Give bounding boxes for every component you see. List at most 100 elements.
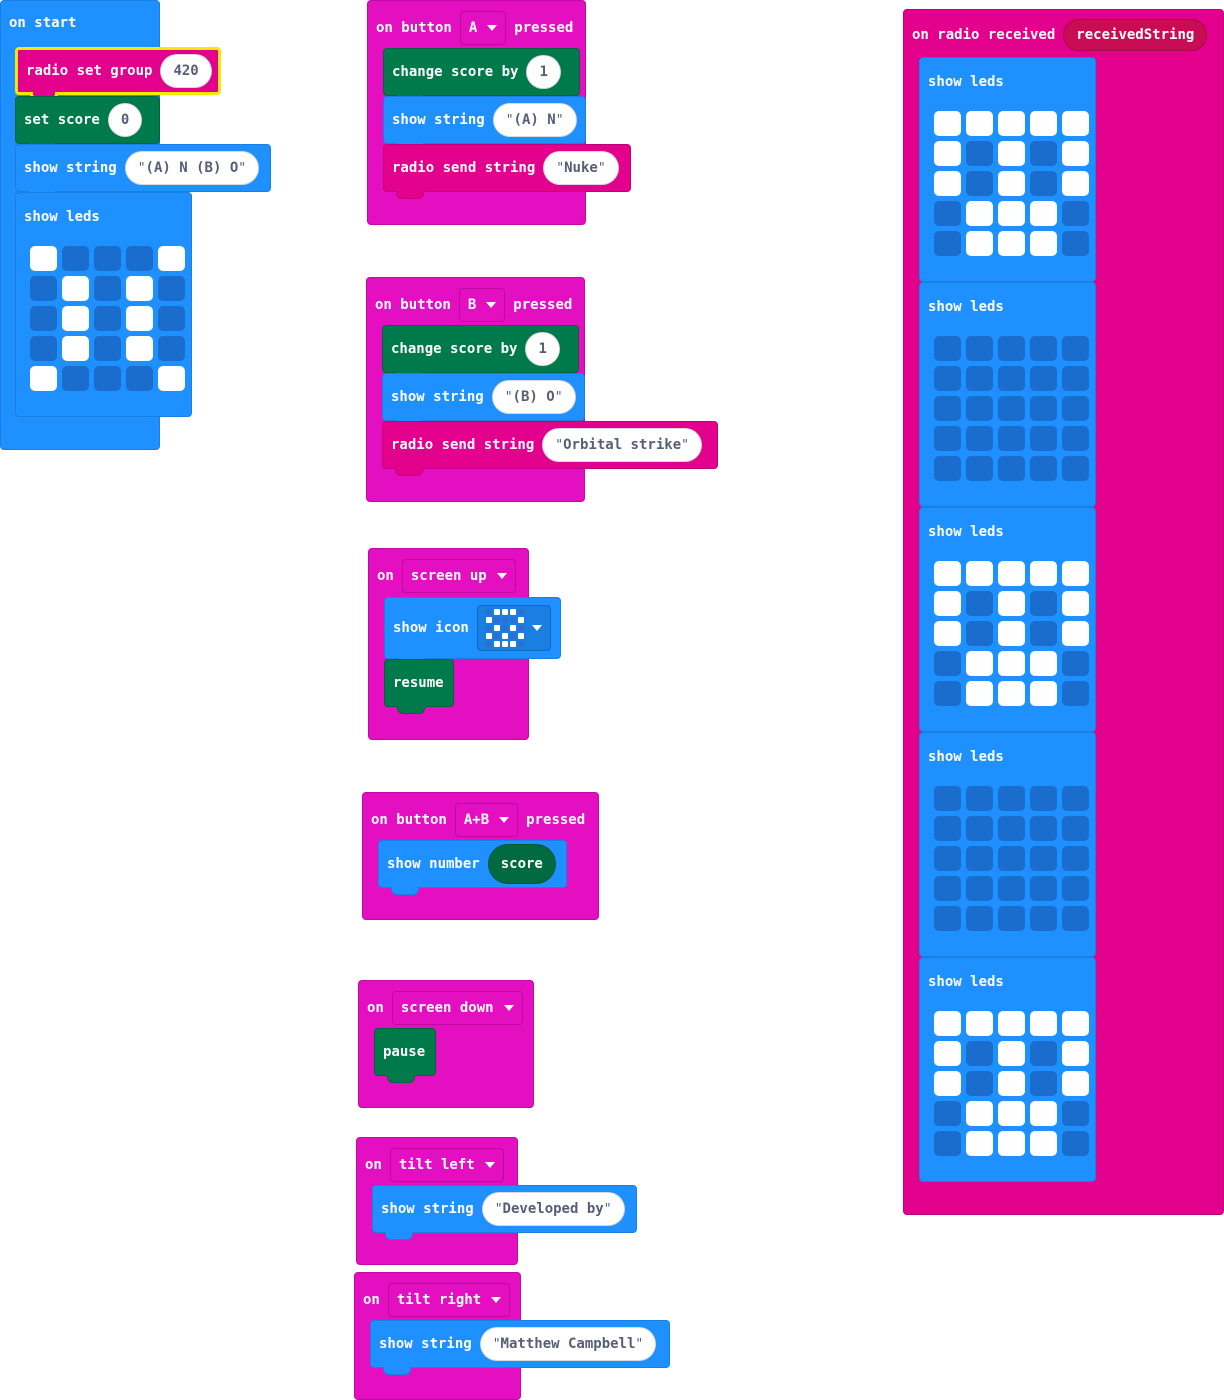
led-off[interactable] [998, 816, 1025, 841]
led-off[interactable] [934, 231, 961, 256]
led-on[interactable] [1030, 111, 1057, 136]
led-off[interactable] [934, 786, 961, 811]
led-on[interactable] [1062, 1041, 1089, 1066]
led-off[interactable] [934, 201, 961, 226]
led-grid[interactable] [30, 246, 185, 391]
led-on[interactable] [1030, 1101, 1057, 1126]
show-string-value[interactable]: "(A) N" [492, 103, 577, 137]
received-string-variable[interactable]: receivedString [1063, 19, 1208, 51]
led-off[interactable] [62, 366, 89, 391]
led-off[interactable] [1030, 366, 1057, 391]
led-off[interactable] [1030, 621, 1057, 646]
led-on[interactable] [998, 1101, 1025, 1126]
led-off[interactable] [966, 141, 993, 166]
led-on[interactable] [966, 561, 993, 586]
led-on[interactable] [1030, 651, 1057, 676]
show-string-value[interactable]: "(A) N (B) O" [124, 151, 260, 185]
change-score-block[interactable]: change score by 1 [383, 48, 580, 103]
led-on[interactable] [1062, 141, 1089, 166]
led-on[interactable] [966, 201, 993, 226]
led-off[interactable] [934, 906, 961, 931]
change-score-value[interactable]: 1 [525, 332, 560, 366]
led-off[interactable] [934, 1101, 961, 1126]
led-off[interactable] [998, 366, 1025, 391]
show-icon-block[interactable]: show icon [384, 597, 561, 666]
led-off[interactable] [934, 816, 961, 841]
led-off[interactable] [966, 426, 993, 451]
set-score-value[interactable]: 0 [107, 103, 143, 137]
led-on[interactable] [62, 336, 89, 361]
led-on[interactable] [998, 651, 1025, 676]
led-on[interactable] [934, 171, 961, 196]
led-off[interactable] [998, 786, 1025, 811]
led-off[interactable] [1062, 1101, 1089, 1126]
change-score-block[interactable]: change score by 1 [382, 325, 579, 380]
led-on[interactable] [1062, 171, 1089, 196]
led-off[interactable] [1030, 1041, 1057, 1066]
led-off[interactable] [966, 846, 993, 871]
led-off[interactable] [934, 651, 961, 676]
button-dropdown[interactable]: A+B [454, 803, 519, 837]
led-off[interactable] [966, 1041, 993, 1066]
led-off[interactable] [1062, 201, 1089, 226]
show-leds-block[interactable]: show leds [919, 57, 1096, 282]
led-on[interactable] [998, 141, 1025, 166]
led-on[interactable] [1062, 1071, 1089, 1096]
show-string-value[interactable]: "(B) O" [491, 380, 576, 414]
led-on[interactable] [126, 306, 153, 331]
led-off[interactable] [966, 786, 993, 811]
gesture-dropdown[interactable]: screen up [401, 559, 516, 593]
led-on[interactable] [998, 561, 1025, 586]
set-score-block[interactable]: set score 0 [15, 96, 160, 151]
led-on[interactable] [126, 276, 153, 301]
led-on[interactable] [934, 1041, 961, 1066]
led-off[interactable] [1030, 1071, 1057, 1096]
led-on[interactable] [998, 621, 1025, 646]
led-off[interactable] [1030, 846, 1057, 871]
led-on[interactable] [1030, 681, 1057, 706]
led-on[interactable] [998, 681, 1025, 706]
led-on[interactable] [1030, 561, 1057, 586]
led-off[interactable] [1030, 786, 1057, 811]
led-on[interactable] [1030, 1131, 1057, 1156]
led-on[interactable] [934, 1071, 961, 1096]
led-on[interactable] [30, 366, 57, 391]
led-on[interactable] [30, 246, 57, 271]
led-on[interactable] [158, 366, 185, 391]
led-off[interactable] [934, 1131, 961, 1156]
show-string-value[interactable]: "Developed by" [481, 1192, 625, 1226]
score-variable[interactable]: score [487, 844, 556, 884]
led-grid[interactable] [934, 1011, 1089, 1156]
show-string-block[interactable]: show string "(B) O" [382, 373, 585, 428]
led-off[interactable] [1062, 336, 1089, 361]
led-off[interactable] [126, 366, 153, 391]
led-grid[interactable] [934, 561, 1089, 706]
led-off[interactable] [934, 396, 961, 421]
led-on[interactable] [998, 231, 1025, 256]
led-off[interactable] [966, 366, 993, 391]
led-on[interactable] [1062, 621, 1089, 646]
led-on[interactable] [158, 246, 185, 271]
show-leds-block[interactable]: show leds [919, 957, 1096, 1182]
led-off[interactable] [1062, 846, 1089, 871]
led-off[interactable] [1030, 171, 1057, 196]
radio-send-string-block[interactable]: radio send string "Orbital strike" [382, 421, 718, 476]
led-off[interactable] [1030, 816, 1057, 841]
led-on[interactable] [1062, 111, 1089, 136]
led-off[interactable] [158, 276, 185, 301]
led-off[interactable] [966, 816, 993, 841]
led-off[interactable] [1062, 876, 1089, 901]
led-off[interactable] [934, 846, 961, 871]
led-on[interactable] [1062, 561, 1089, 586]
led-off[interactable] [30, 306, 57, 331]
button-dropdown[interactable]: B [458, 288, 506, 322]
led-off[interactable] [158, 336, 185, 361]
led-off[interactable] [966, 456, 993, 481]
led-on[interactable] [1062, 1011, 1089, 1036]
led-off[interactable] [966, 171, 993, 196]
led-on[interactable] [966, 111, 993, 136]
led-off[interactable] [94, 366, 121, 391]
resume-block[interactable]: resume [384, 659, 454, 714]
led-on[interactable] [1062, 591, 1089, 616]
led-on[interactable] [1030, 1011, 1057, 1036]
